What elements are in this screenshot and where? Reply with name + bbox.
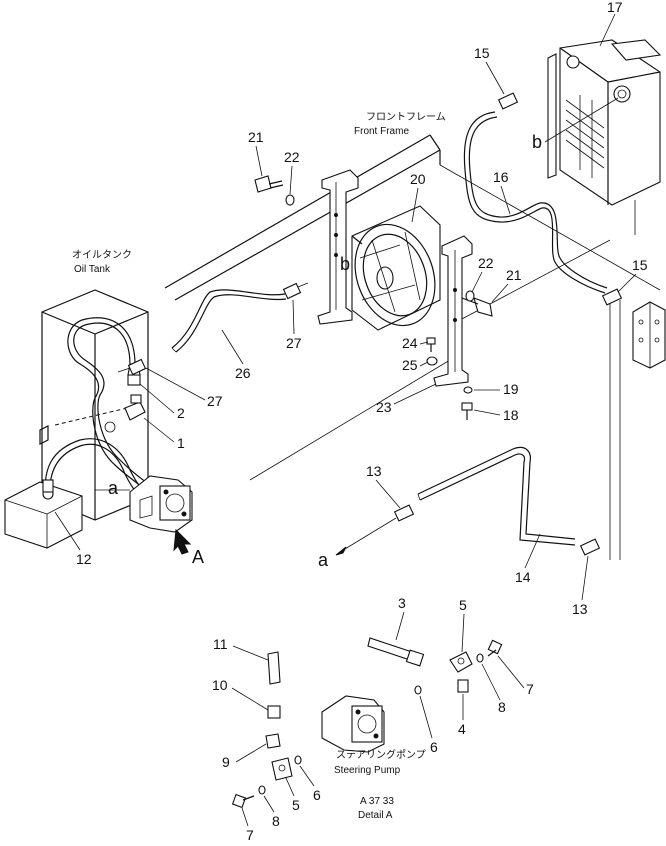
hose-26 xyxy=(171,289,287,353)
washer-22-top xyxy=(285,194,295,206)
oring-8-right xyxy=(476,653,484,663)
callout-13-right: 13 xyxy=(572,601,588,617)
callout-16: 16 xyxy=(493,169,509,185)
elbow-5-left xyxy=(271,757,293,781)
callout-24: 24 xyxy=(402,335,418,351)
front-frame xyxy=(164,134,666,560)
callout-22-right: 22 xyxy=(478,255,494,271)
connector-27-upper xyxy=(282,282,309,300)
callout-21-right: 21 xyxy=(506,267,522,283)
steering-pump-main xyxy=(129,475,193,533)
callout-23: 23 xyxy=(376,399,392,415)
callout-19: 19 xyxy=(503,381,519,397)
callout-25: 25 xyxy=(402,357,418,373)
oring-6-right xyxy=(414,685,422,695)
callout-15-right: 15 xyxy=(632,257,648,273)
callout-5-left: 5 xyxy=(292,797,300,813)
nut-10 xyxy=(267,705,281,719)
callout-2: 2 xyxy=(177,405,185,421)
callout-17: 17 xyxy=(607,0,623,15)
bolt-18 xyxy=(461,402,473,420)
callout-7-left: 7 xyxy=(246,827,254,843)
callout-3: 3 xyxy=(398,595,406,611)
washer-19 xyxy=(463,386,473,394)
connection-line-b-top xyxy=(544,97,619,143)
connector-27-lower xyxy=(117,358,147,376)
callout-27-lower: 27 xyxy=(207,393,223,409)
callout-18: 18 xyxy=(503,407,519,423)
detail-ref-label: A 37 33 xyxy=(360,796,394,807)
oring-8-left xyxy=(258,785,266,795)
view-arrow-label: A xyxy=(192,547,204,567)
oil-tank-hoses xyxy=(44,317,151,497)
connector-13-left xyxy=(393,504,415,522)
callout-14: 14 xyxy=(515,569,531,585)
elbow-5-right xyxy=(449,651,473,673)
bracket-right xyxy=(433,235,473,387)
callout-22-top: 22 xyxy=(284,149,300,165)
fitting-11 xyxy=(267,651,281,685)
oring-6-left xyxy=(294,755,302,765)
callout-26: 26 xyxy=(235,365,251,381)
steering-pump-jp-label: ステアリングポンプ xyxy=(336,748,426,761)
oil-tank-jp-label: オイルタンク xyxy=(72,249,132,261)
connection-line-a-bottom xyxy=(339,517,397,553)
bolt-21-right xyxy=(461,297,493,317)
detail-title-label: Detail A xyxy=(358,810,393,821)
connector-15-top xyxy=(497,92,519,110)
oil-tank-en-label: Oil Tank xyxy=(74,264,111,275)
arrow-a-bottom xyxy=(335,546,347,556)
callout-13-left: 13 xyxy=(366,463,382,479)
oil-cooler-17 xyxy=(547,39,662,206)
block-12 xyxy=(4,479,83,549)
callout-7-right: 7 xyxy=(526,681,534,697)
callout-9: 9 xyxy=(222,754,230,770)
bolt-7-left xyxy=(231,793,255,809)
callout-11: 11 xyxy=(213,636,228,652)
bracket-left xyxy=(317,169,359,325)
callout-8-left: 8 xyxy=(272,813,280,829)
connection-b-top-label: b xyxy=(532,132,542,152)
bolt-7-right xyxy=(487,639,503,657)
front-frame-en-label: Front Frame xyxy=(354,126,409,137)
callout-10: 10 xyxy=(212,677,228,693)
bolt-21-top xyxy=(254,175,284,193)
connection-a-left-label: a xyxy=(108,478,119,498)
connector-15-right xyxy=(601,288,623,306)
callout-6-right: 6 xyxy=(430,739,438,755)
callout-1: 1 xyxy=(177,435,185,451)
pipe-3 xyxy=(367,637,425,667)
fitting-4 xyxy=(457,679,469,693)
callout-6-left: 6 xyxy=(313,787,321,803)
callout-21-top: 21 xyxy=(248,129,264,145)
steering-pump-detail xyxy=(321,695,385,753)
connector-13-right xyxy=(579,538,601,556)
front-frame-jp-label: フロントフレーム xyxy=(366,111,446,123)
view-arrow-a: A xyxy=(173,528,204,567)
washer-22-right xyxy=(465,290,475,302)
hose-16 xyxy=(463,111,608,294)
callouts: 17 15 21 22 20 16 22 21 15 27 24 25 26 1… xyxy=(54,0,648,843)
callout-27-upper: 27 xyxy=(286,335,302,351)
fitting-9 xyxy=(265,733,281,749)
callout-12: 12 xyxy=(76,551,92,567)
pipe-14 xyxy=(417,446,576,546)
callout-20: 20 xyxy=(410,171,426,187)
callout-5-right: 5 xyxy=(459,597,467,613)
bolt-24 xyxy=(426,337,436,352)
cooler-fins xyxy=(565,95,605,178)
fitting-1 xyxy=(124,394,146,421)
callout-8-right: 8 xyxy=(498,699,506,715)
callout-4: 4 xyxy=(458,721,466,737)
steering-pump-en-label: Steering Pump xyxy=(334,765,401,776)
connection-a-bottom-label: a xyxy=(318,550,329,570)
washer-25 xyxy=(426,356,438,366)
connection-b-mid-label: b xyxy=(340,254,350,274)
callout-15-top: 15 xyxy=(474,45,490,61)
fan-shroud-20 xyxy=(351,205,441,331)
